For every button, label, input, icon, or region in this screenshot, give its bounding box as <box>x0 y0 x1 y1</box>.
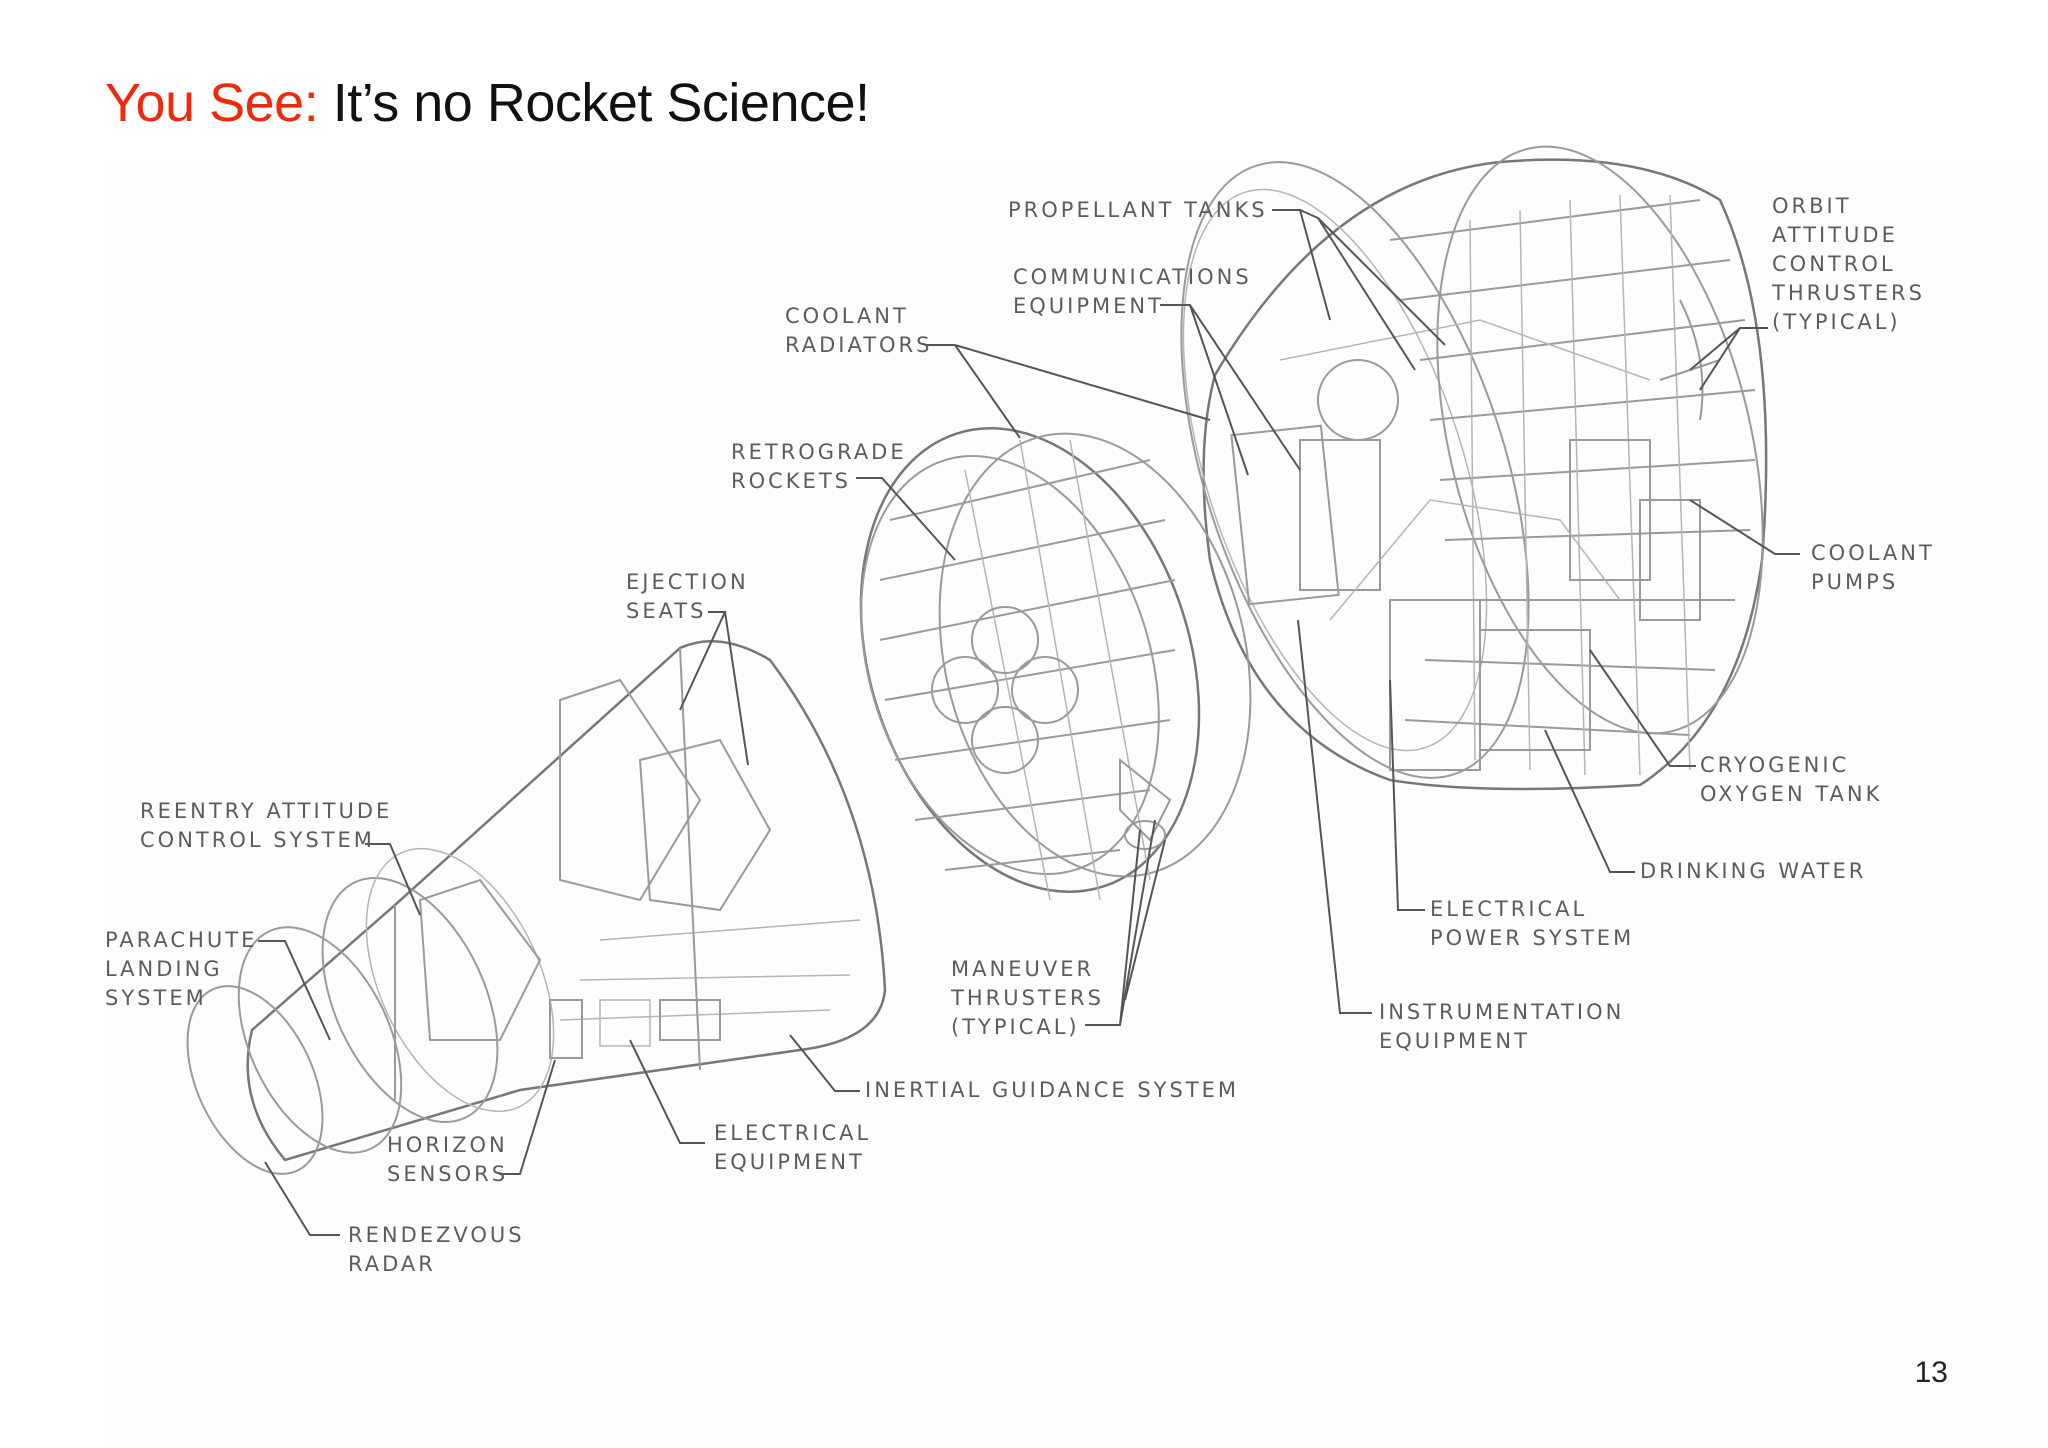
label-propellant-tanks: PROPELLANT TANKS <box>1008 198 1268 222</box>
retrograde-section-drawing <box>859 427 1252 901</box>
title-accent: You See: <box>105 73 319 133</box>
reentry-capsule-drawing <box>186 640 887 1175</box>
label-inertial-guidance-system: INERTIAL GUIDANCE SYSTEM <box>865 1078 1240 1102</box>
slide-title: You See: It’s no Rocket Science! <box>105 72 870 134</box>
leader-lines <box>258 209 1800 1236</box>
diagram-panel <box>110 160 2048 1448</box>
label-drinking-water: DRINKING WATER <box>1640 859 1867 883</box>
page-number: 13 <box>1914 1356 1948 1389</box>
adapter-section-drawing <box>1180 145 1768 791</box>
title-text: It’s no Rocket Science! <box>332 73 870 133</box>
